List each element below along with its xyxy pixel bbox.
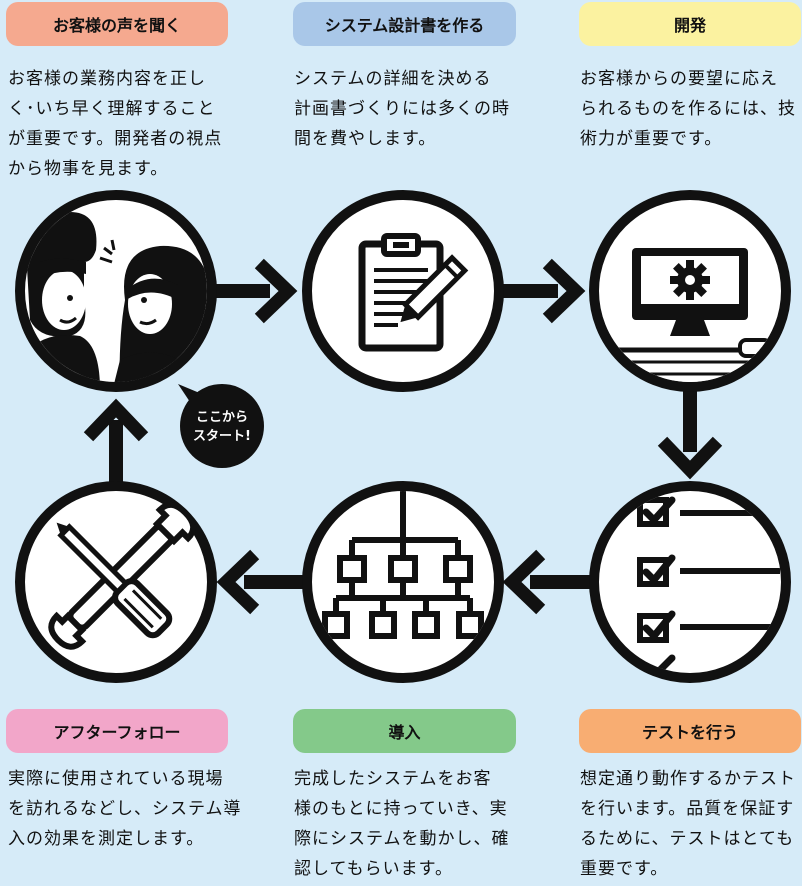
desc-line: 実際に使用されている現場 [8,769,224,789]
desc-line: システムの詳細を決める [294,69,492,89]
desc-line: 完成したシステムをお客 [294,769,492,789]
step-desc-aftercare: 実際に使用されている現場 を訪れるなどし、システム導 入の効果を測定します。 [8,764,242,854]
desc-line: 術力が重要です。 [580,129,723,149]
desc-line: お客様の業務内容を正し [8,69,206,89]
arrow-right-icon [212,258,298,324]
arrow-left-icon [502,549,592,615]
start-badge: ここから スタート! [178,384,264,468]
desc-line: 認してもらいます。 [294,859,453,879]
step-desc-deploy: 完成したシステムをお客 様のもとに持っていき、実 際にシステムを動かし、確 認し… [294,764,510,884]
arrow-right-icon [500,258,586,324]
people-talking-icon [15,190,217,392]
desc-line: お客様からの要望に応え [580,69,778,89]
arrow-left-icon [216,549,306,615]
step-desc-test: 想定通り動作するかテスト を行います。品質を保証す るために、テストはとても 重… [580,764,796,884]
checklist-icon [589,481,791,683]
computer-gear-icon [589,190,791,392]
desc-line: られるものを作るには、技 [580,99,796,119]
desc-line: を訪れるなどし、システム導 [8,799,242,819]
clipboard-pencil-icon [302,190,504,392]
desc-line: 入の効果を測定します。 [8,829,205,849]
step-title-develop: 開発 [579,2,801,46]
desc-line: 想定通り動作するかテスト [580,769,796,789]
start-badge-line1: ここから [196,410,248,425]
desc-line: く･いち早く理解すること [8,99,216,119]
step-title-listen: お客様の声を聞く [6,2,228,46]
wrench-screwdriver-icon [15,481,217,683]
step-desc-design: システムの詳細を決める 計画書づくりには多くの時 間を費やします。 [294,64,510,154]
start-badge-line2: スタート! [193,429,251,444]
arrow-up-icon [83,398,149,492]
step-title-deploy: 導入 [293,709,516,753]
step-title-design: システム設計書を作る [293,2,516,46]
hierarchy-chart-icon [302,481,504,683]
desc-line: るために、テストはとても [580,829,795,849]
flow-arrows [83,258,723,615]
desc-line: 間を費やします。 [294,129,437,149]
desc-line: 様のもとに持っていき、実 [294,799,508,819]
step-desc-develop: お客様からの要望に応え られるものを作るには、技 術力が重要です。 [580,64,796,154]
desc-line: 重要です。 [580,859,669,879]
desc-line: を行います。品質を保証す [580,799,795,819]
step-title-test: テストを行う [579,709,801,753]
desc-line: 際にシステムを動かし、確 [294,829,510,849]
desc-line: 計画書づくりには多くの時 [294,99,510,119]
step-title-aftercare: アフターフォロー [6,709,228,753]
arrow-down-icon [657,390,723,480]
desc-line: から物事を見ます。 [8,159,169,179]
desc-line: が重要です。開発者の視点 [8,129,223,149]
step-desc-listen: お客様の業務内容を正し く･いち早く理解すること が重要です。開発者の視点 から… [8,64,222,184]
